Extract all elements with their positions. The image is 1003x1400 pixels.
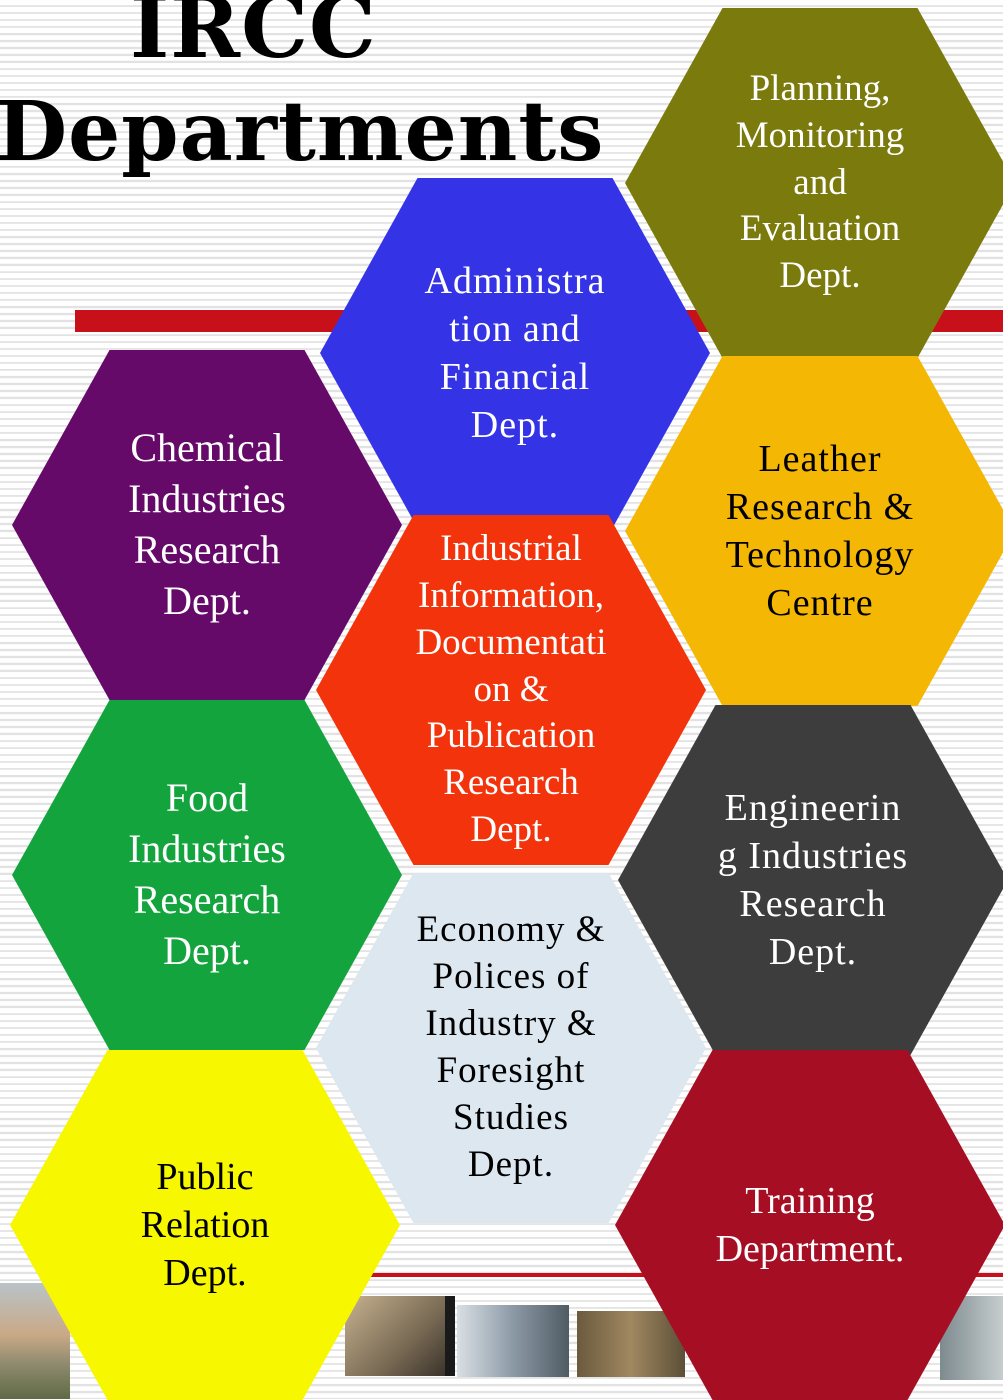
hex-label: Planning, Monitoring and Evaluation Dept… xyxy=(735,67,905,297)
lab-photo-1 xyxy=(345,1296,455,1376)
hex-leather-research: Leather Research & Technology Centre xyxy=(625,356,1003,706)
lab-photo-3 xyxy=(577,1311,685,1377)
page-title: IRCC xyxy=(130,0,377,77)
hex-label: Leather Research & Technology Centre xyxy=(725,437,915,625)
hex-label: Industrial Information, Documentati on &… xyxy=(415,527,607,851)
hex-food-industries: Food Industries Research Dept. xyxy=(12,700,402,1050)
hex-label: Chemical Industries Research Dept. xyxy=(128,425,286,623)
hex-label: Engineerin g Industries Research Dept. xyxy=(717,786,909,974)
hex-label: Training Department. xyxy=(715,1179,905,1270)
lab-photo-2 xyxy=(457,1305,569,1377)
hex-label: Administra tion and Financial Dept. xyxy=(424,259,606,447)
page-subtitle: Departments xyxy=(0,84,605,180)
hex-label: Economy & Polices of Industry & Foresigh… xyxy=(416,909,606,1185)
hex-public-relation: Public Relation Dept. xyxy=(10,1050,400,1400)
hex-label: Food Industries Research Dept. xyxy=(128,775,286,973)
hex-label: Public Relation Dept. xyxy=(140,1155,270,1295)
